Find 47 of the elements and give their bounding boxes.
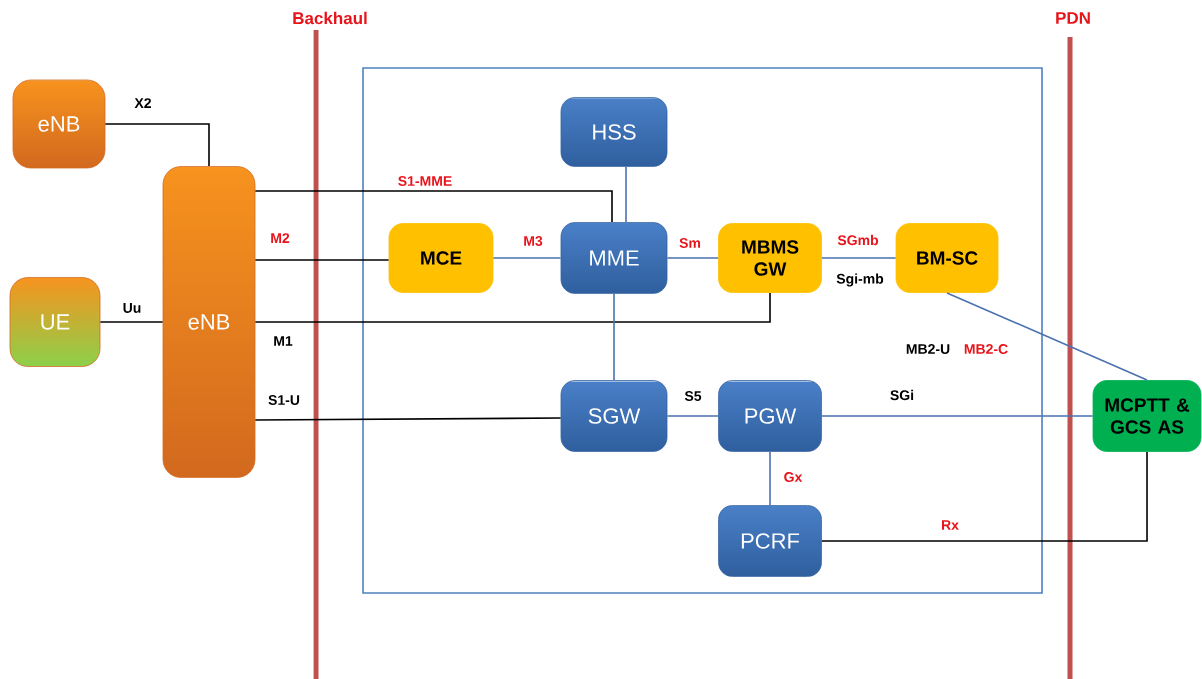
connector-line: [254, 190, 613, 223]
interface-label: SGmb: [835, 232, 881, 248]
connector-line: [666, 415, 719, 417]
connector-line: [946, 292, 1148, 381]
interface-label: S1-U: [266, 393, 302, 407]
interface-label: S5: [682, 389, 704, 403]
connector-line: [99, 321, 164, 323]
interface-label: X2: [132, 96, 154, 110]
interface-label: Uu: [120, 301, 144, 315]
network-box: MME: [560, 222, 668, 294]
interface-label: Rx: [939, 518, 961, 532]
interface-label: SGi: [887, 387, 917, 403]
interface-label: MB2-C: [964, 344, 1008, 354]
mbms-box: MCE: [388, 223, 494, 293]
connector-line: [625, 166, 627, 223]
core-network-frame: [362, 67, 1043, 594]
interface-label: M3: [521, 234, 545, 248]
network-box: HSS: [560, 97, 668, 167]
connector-line: [666, 257, 719, 259]
interface-label: M1: [271, 334, 295, 348]
connector-line: [254, 417, 562, 421]
enb-box: eNB: [162, 166, 256, 478]
mbms-box: BM-SC: [895, 223, 999, 293]
mbms-box: MBMS GW: [718, 223, 822, 293]
server-box: MCPTT & GCS AS: [1092, 380, 1202, 452]
connector-line: [821, 451, 1148, 542]
interface-label: Backhaul: [293, 11, 367, 25]
interface-label: S1-MME: [395, 174, 455, 188]
enb-box: eNB: [12, 79, 106, 169]
connector-line: [769, 451, 771, 506]
interface-label: Gx: [781, 470, 805, 484]
connector-line: [254, 259, 390, 261]
connector-line: [254, 292, 771, 323]
interface-label: MB2-U: [906, 344, 950, 354]
interface-label: Sgi-mb: [836, 273, 884, 287]
connector-line: [821, 415, 1094, 417]
network-box: SGW: [560, 380, 668, 452]
connector-line: [104, 123, 210, 167]
ue-box: UE: [9, 277, 101, 367]
interface-label: M2: [268, 231, 292, 245]
network-box: PCRF: [718, 505, 822, 577]
interface-label: PDN: [1056, 12, 1090, 24]
connector-line: [821, 257, 897, 259]
interface-label: Sm: [677, 236, 703, 250]
connector-line: [492, 257, 562, 259]
network-box: PGW: [718, 380, 822, 452]
connector-line: [613, 293, 615, 381]
